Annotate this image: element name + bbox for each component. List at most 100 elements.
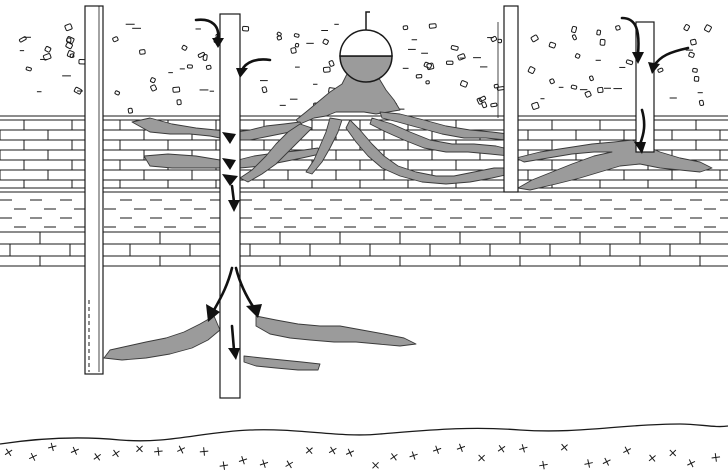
basement-x-stroke: [328, 447, 337, 454]
basement-x-mark: [219, 461, 229, 470]
soil-pebble: [490, 102, 498, 108]
surface-flow-arrow-a: [194, 18, 220, 42]
soil-pebble: [570, 84, 578, 90]
basement-x-mark: [623, 446, 632, 455]
surface-flow-arrow-a-head: [212, 38, 224, 48]
basement-x-mark: [48, 442, 57, 452]
basement-x-stroke: [390, 453, 398, 460]
soil-pebble: [698, 99, 705, 107]
basement-x-stroke: [345, 450, 355, 455]
basement-x-stroke: [539, 463, 548, 467]
soil-pebble: [693, 75, 700, 82]
basement-x-stroke: [372, 461, 379, 469]
soil-pebble: [69, 53, 75, 59]
basement-rock-pattern: [4, 442, 721, 470]
basement-x-stroke: [497, 445, 506, 452]
basement-x-stroke: [93, 453, 101, 460]
tank-vent-cap: [365, 11, 370, 14]
soil-pebble: [73, 86, 83, 95]
right-surface-arrow-b-head: [648, 62, 660, 74]
central-well-casing: [219, 13, 241, 399]
basement-rock-layer: [0, 423, 728, 470]
soil-pebble: [186, 64, 193, 69]
soil-pebble: [294, 42, 300, 48]
basement-x-stroke: [584, 462, 593, 465]
soil-pebble: [290, 47, 297, 54]
basement-x-stroke: [623, 448, 632, 453]
right-surface-arrow-a: [620, 16, 640, 56]
basement-x-stroke: [238, 458, 248, 462]
soil-pebble: [446, 60, 454, 65]
soil-pebble: [64, 23, 73, 32]
soil-pebble: [481, 101, 488, 109]
soil-pebble: [657, 67, 664, 73]
basement-x-stroke: [648, 455, 656, 462]
soil-pebble: [322, 38, 329, 45]
basement-x-stroke: [519, 446, 528, 450]
soil-pebble: [599, 38, 606, 46]
basement-x-stroke: [669, 449, 677, 457]
soil-pebble: [426, 62, 435, 71]
soil-pebble: [322, 66, 331, 73]
soil-pebble: [139, 49, 146, 55]
soil-pebble: [176, 99, 182, 106]
basement-x-mark: [602, 457, 611, 466]
basement-x-stroke: [48, 445, 57, 449]
basement-x-mark: [136, 445, 143, 453]
basement-x-mark: [584, 459, 593, 468]
basement-x-mark: [687, 459, 696, 468]
soil-pebble: [149, 77, 156, 84]
basement-x-mark: [478, 454, 485, 462]
soil-pebble: [42, 53, 52, 61]
soil-pebble: [688, 51, 695, 58]
soil-pebble: [584, 90, 592, 98]
soil-pebble: [328, 60, 335, 67]
basement-x-mark: [372, 461, 379, 469]
inflow-arrow-upper-head: [222, 132, 236, 144]
basement-x-stroke: [70, 448, 79, 453]
basement-x-mark: [238, 456, 248, 465]
right-down-arrow: [638, 108, 646, 146]
basement-x-stroke: [112, 450, 120, 457]
soil-pebble: [683, 24, 690, 32]
inflow-arrow-low-head: [222, 174, 238, 186]
contaminant-plumes: [103, 71, 713, 371]
basement-x-mark: [648, 454, 656, 462]
soil-pebble: [490, 35, 498, 43]
soil-pebble: [549, 78, 555, 85]
soil-pebble: [276, 35, 283, 41]
basement-x-stroke: [432, 447, 442, 452]
soil-pebble: [425, 80, 430, 85]
soil-pebble: [66, 36, 75, 44]
soil-pebble: [589, 75, 594, 82]
flow-arrows: [194, 16, 690, 360]
basement-x-stroke: [199, 450, 209, 453]
basement-x-mark: [711, 453, 721, 462]
soil-pebble: [205, 64, 212, 70]
basement-x-stroke: [687, 460, 696, 466]
soil-pebble: [476, 97, 483, 105]
right-surface-arrow-a-head: [632, 52, 644, 64]
right-plume: [515, 139, 713, 191]
right-down-arrow-head: [634, 142, 646, 154]
soil-pebble: [574, 53, 581, 59]
left-well-casing: [84, 5, 104, 375]
deep-arrow-bottom-head: [228, 348, 240, 360]
basement-x-mark: [456, 443, 466, 452]
soil-pebble: [478, 95, 487, 102]
limestone-layer: [0, 231, 728, 267]
basement-x-stroke: [177, 447, 186, 452]
basement-x-stroke: [4, 449, 13, 456]
deep-arrow-bottom: [230, 324, 236, 352]
soil-layer: [0, 23, 728, 117]
basement-x-stroke: [259, 461, 269, 466]
soil-pebble: [527, 66, 536, 74]
basement-x-stroke: [478, 454, 485, 462]
shale-layer: [0, 191, 728, 228]
soil-pebble: [18, 36, 27, 43]
soil-pebble: [276, 31, 282, 37]
deep-bottom-plume: [243, 355, 321, 371]
soil-pebble: [293, 33, 300, 38]
soil-pebble: [197, 51, 206, 58]
basement-x-mark: [539, 460, 548, 470]
